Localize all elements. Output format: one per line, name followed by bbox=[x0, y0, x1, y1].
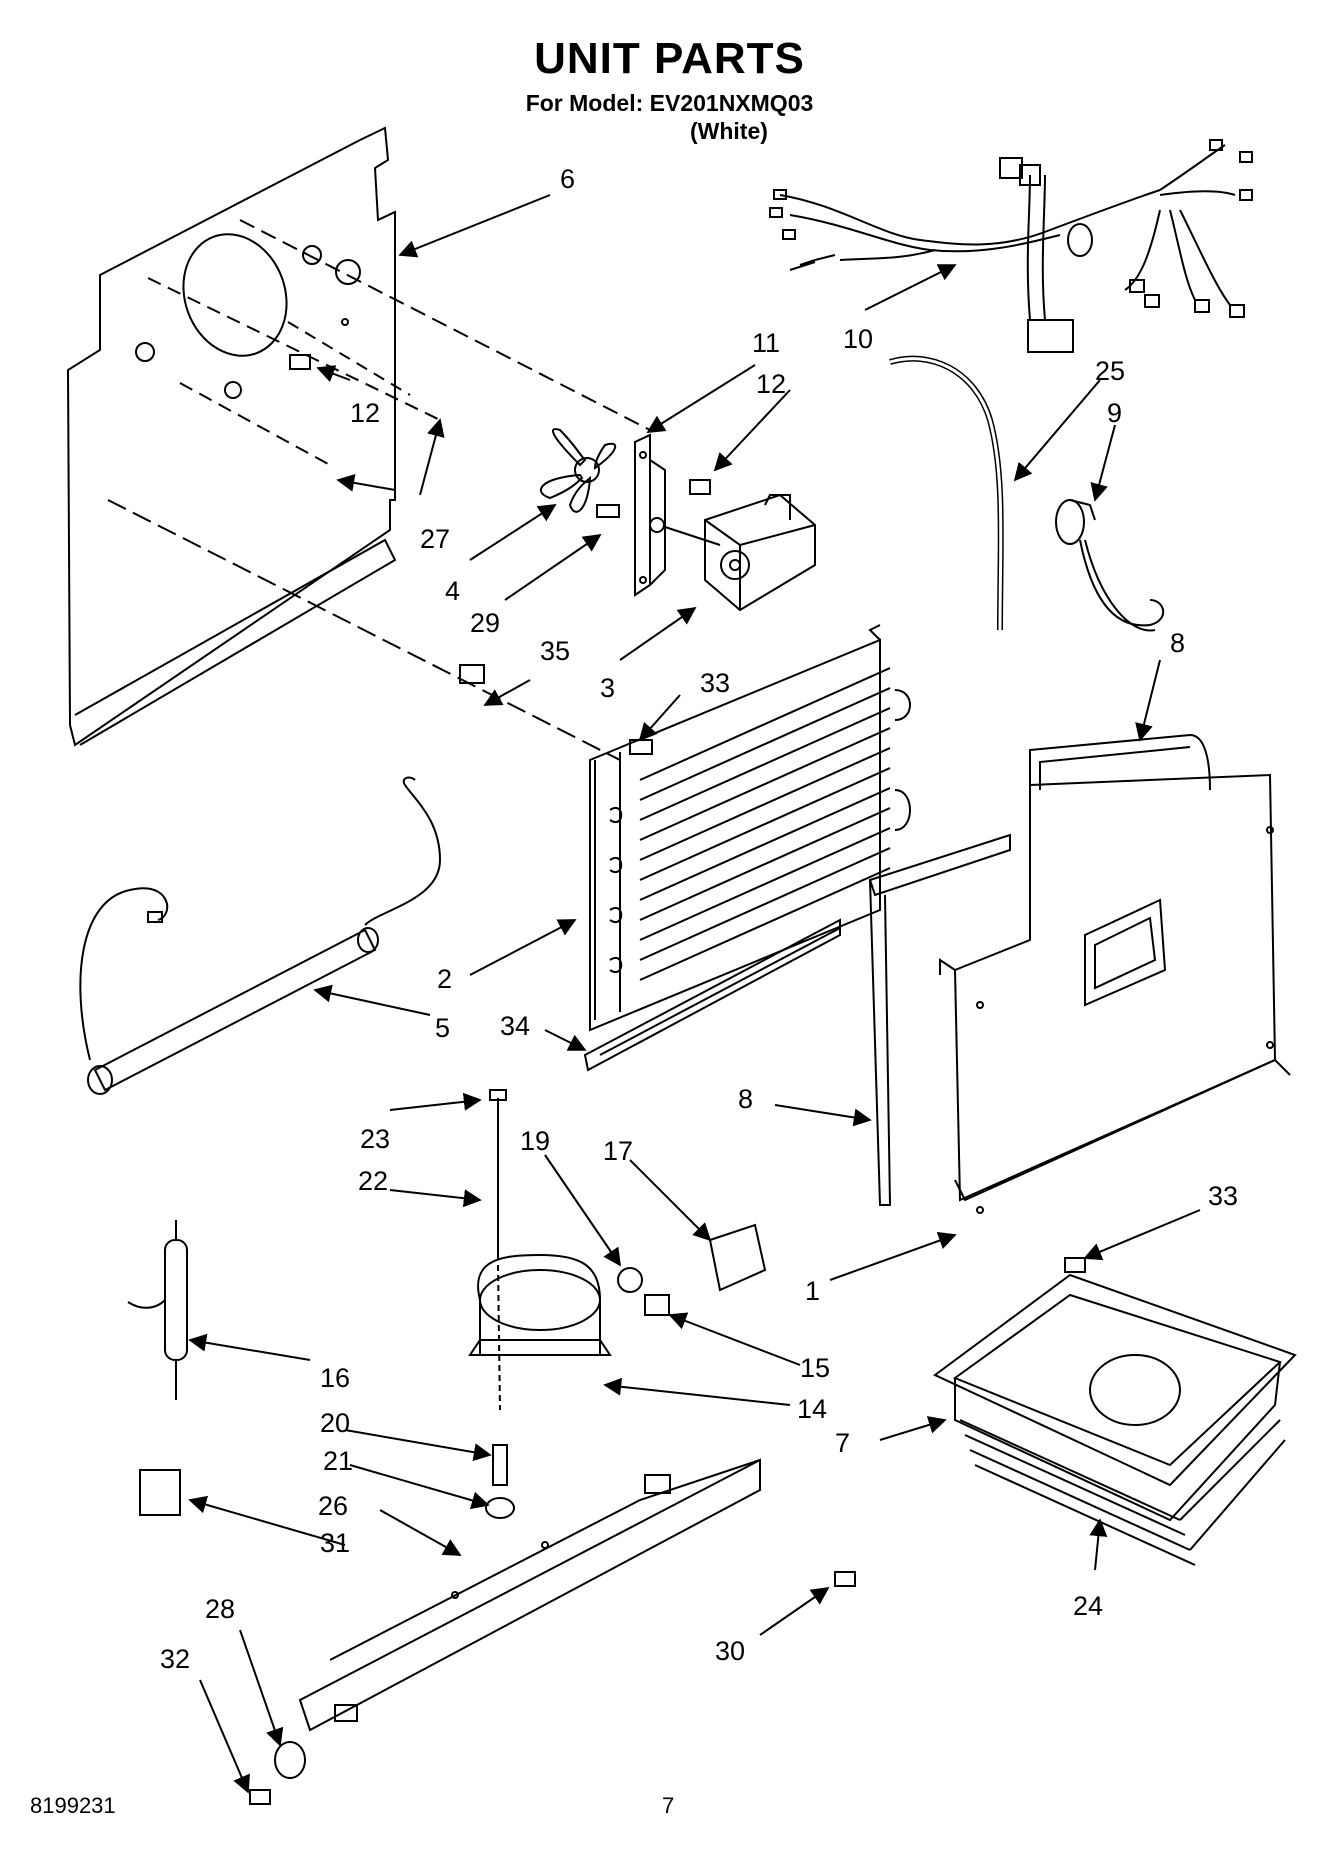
callout-labels: 6 10 11 12 12 25 9 27 4 29 3 35 33 8 2 5… bbox=[160, 164, 1238, 1674]
document-number: 8199231 bbox=[30, 1793, 116, 1818]
callout-16: 16 bbox=[320, 1363, 350, 1393]
callout-15: 15 bbox=[800, 1353, 830, 1383]
callout-33: 33 bbox=[700, 668, 730, 698]
callout-9: 9 bbox=[1107, 398, 1122, 428]
callout-35: 35 bbox=[540, 636, 570, 666]
model-line: For Model: EV201NXMQ03 bbox=[525, 90, 814, 116]
callout-10: 10 bbox=[843, 324, 873, 354]
page-title: UNIT PARTS bbox=[534, 34, 805, 83]
callout-29: 29 bbox=[470, 608, 500, 638]
callout-3: 3 bbox=[600, 673, 615, 703]
callout-22: 22 bbox=[358, 1166, 388, 1196]
callout-8: 8 bbox=[1170, 628, 1185, 658]
compressor-part bbox=[468, 1089, 612, 1411]
callout-12: 12 bbox=[756, 369, 786, 399]
relay-parts bbox=[617, 1223, 767, 1316]
callout-24: 24 bbox=[1073, 1591, 1103, 1621]
screws bbox=[289, 354, 1086, 1587]
gasket-part bbox=[868, 733, 1211, 1206]
base-plate-part bbox=[298, 1458, 761, 1732]
callout-30: 30 bbox=[715, 1636, 745, 1666]
callout-7: 7 bbox=[835, 1428, 850, 1458]
drip-channel-part bbox=[583, 918, 841, 1072]
callout-25: 25 bbox=[1095, 356, 1125, 386]
callout-19: 19 bbox=[520, 1126, 550, 1156]
callout-6: 6 bbox=[560, 164, 575, 194]
callout-12: 12 bbox=[350, 398, 380, 428]
leader-lines bbox=[188, 194, 1201, 1794]
evaporator-cover-part bbox=[939, 773, 1291, 1214]
callout-27: 27 bbox=[420, 524, 450, 554]
callout-34: 34 bbox=[500, 1011, 530, 1041]
callout-1: 1 bbox=[805, 1276, 820, 1306]
callout-20: 20 bbox=[320, 1408, 350, 1438]
callout-17: 17 bbox=[603, 1136, 633, 1166]
callout-32: 32 bbox=[160, 1644, 190, 1674]
wire-harness-part bbox=[769, 139, 1253, 353]
callout-5: 5 bbox=[435, 1013, 450, 1043]
fan-motor-part bbox=[664, 493, 816, 612]
filter-drier-part bbox=[127, 1220, 188, 1400]
callout-33: 33 bbox=[1208, 1181, 1238, 1211]
drain-pan-part bbox=[933, 1273, 1297, 1522]
callout-26: 26 bbox=[318, 1491, 348, 1521]
callout-2: 2 bbox=[437, 964, 452, 994]
callout-31: 31 bbox=[320, 1528, 350, 1558]
grommet-parts bbox=[139, 1444, 515, 1805]
callout-4: 4 bbox=[445, 576, 460, 606]
page-number: 7 bbox=[662, 1793, 675, 1818]
callout-23: 23 bbox=[360, 1124, 390, 1154]
callout-8: 8 bbox=[738, 1084, 753, 1114]
fan-bracket-part bbox=[634, 433, 666, 597]
callout-14: 14 bbox=[797, 1394, 827, 1424]
rear-panel-part bbox=[66, 126, 651, 761]
model-color: (White) bbox=[690, 118, 768, 144]
callout-28: 28 bbox=[205, 1594, 235, 1624]
drain-tube-part bbox=[889, 355, 1004, 631]
fan-blade-part bbox=[539, 428, 617, 513]
defrost-heater-part bbox=[79, 776, 442, 1095]
condenser-coil-part bbox=[589, 624, 911, 1032]
callout-11: 11 bbox=[752, 328, 780, 358]
condenser-mat-part bbox=[959, 1419, 1286, 1566]
callout-21: 21 bbox=[323, 1446, 353, 1476]
thermostat-part bbox=[1055, 499, 1165, 632]
